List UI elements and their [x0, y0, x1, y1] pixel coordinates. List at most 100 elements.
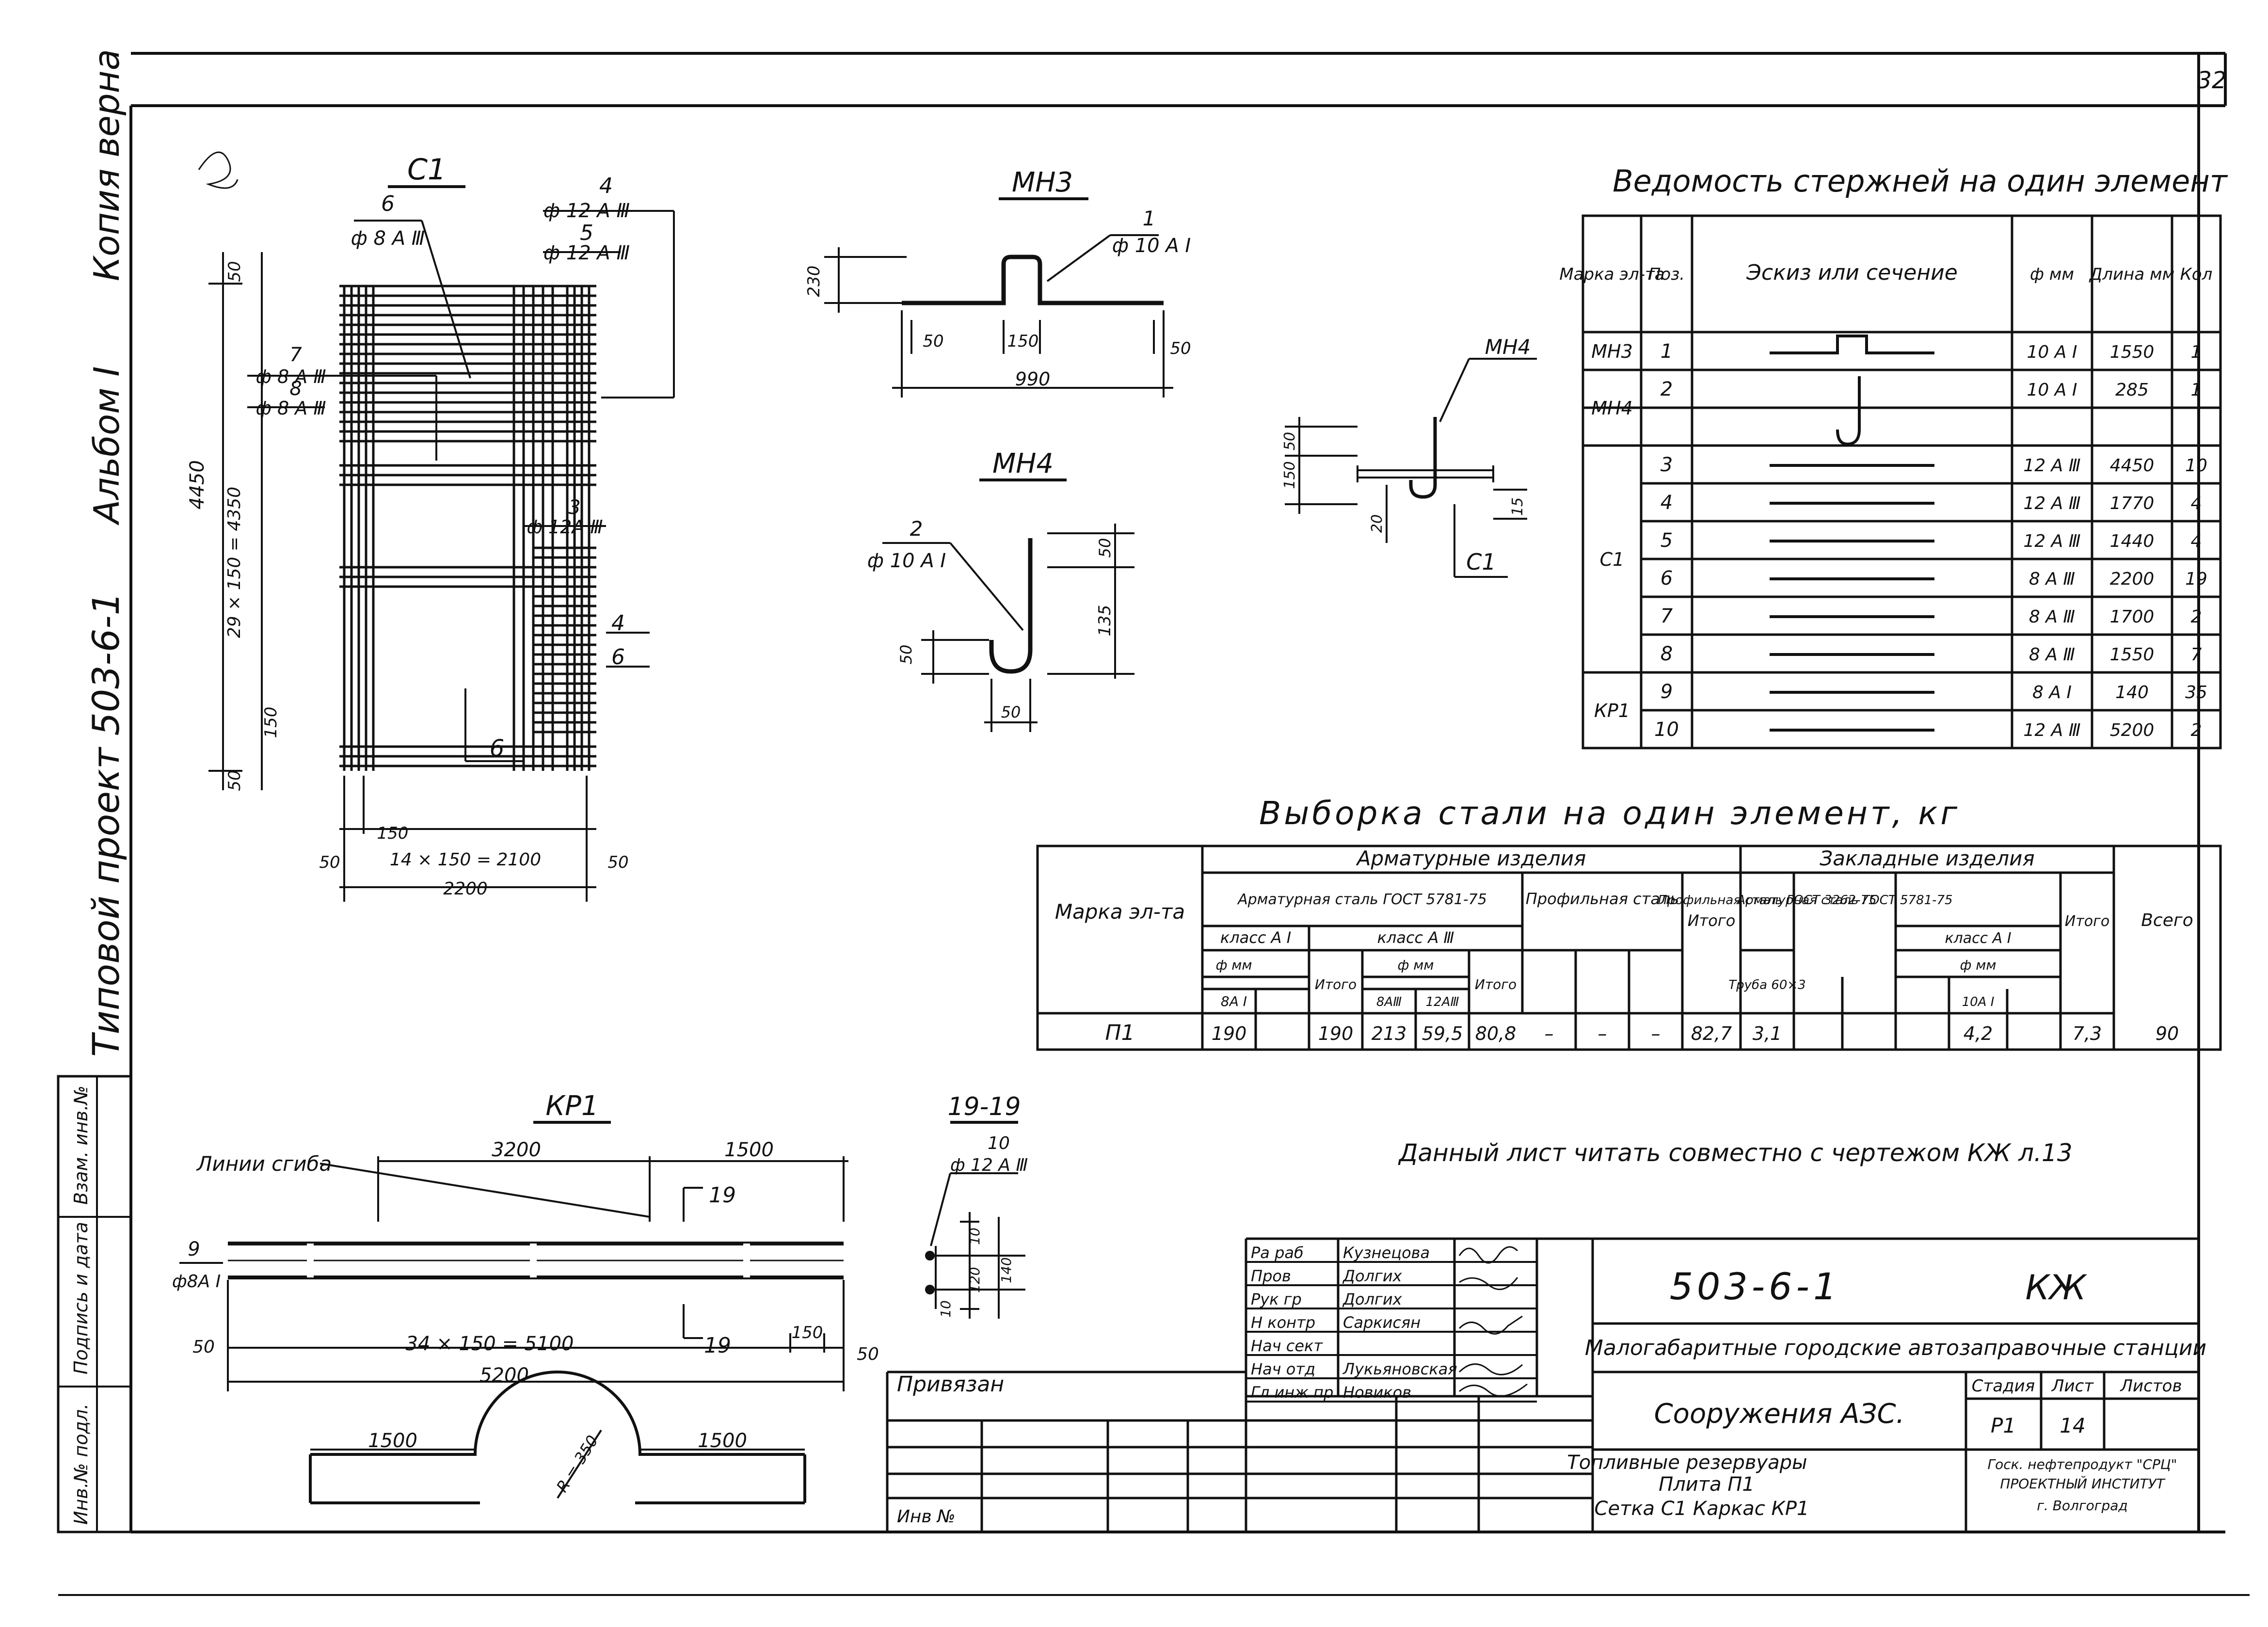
vyborka-h-klass-a1: класс A I — [1220, 928, 1291, 947]
vedomost-qty: 10 — [2185, 456, 2207, 476]
c1-side-pos: 4 — [611, 611, 625, 636]
vyborka-cell: – — [1545, 1023, 1554, 1044]
stamp-section-name: Сооружения АЗС. — [1654, 1398, 1905, 1430]
vyborka-cell: – — [1651, 1023, 1661, 1044]
c1-callout-pos: 3 — [568, 496, 580, 519]
stamp-sheet-header: Лист — [2051, 1376, 2094, 1396]
vedomost-len: 4450 — [2110, 456, 2155, 476]
vyborka-h-klass-a1b: класс A I — [1945, 930, 2011, 947]
c1-dim-width: 2200 — [443, 879, 488, 899]
vyborka-cell: 82,7 — [1691, 1023, 1732, 1044]
vyborka-table: Марка эл-та Арматурные изделия Закладные… — [1036, 845, 2222, 1051]
c1-dim-top50: 50 — [225, 261, 244, 282]
vyborka-cell: 80,8 — [1475, 1023, 1517, 1044]
kr1-dim-r50: 50 — [857, 1344, 879, 1364]
vedomost-header: Кол — [2180, 265, 2213, 284]
vedomost-dia: 8 A Ⅲ — [2029, 569, 2075, 589]
vedomost-header: Поз. — [1648, 265, 1685, 284]
stamp-org-3: г. Волгоград — [2037, 1498, 2128, 1514]
mn3-dim-h: 230 — [804, 266, 824, 297]
kr1-dim-b: 1500 — [724, 1139, 774, 1161]
section-c1-label: С1 — [1466, 549, 1496, 575]
c1-dim-v150: 150 — [261, 707, 281, 738]
stamp-desc-1: Топливные резервуары — [1567, 1452, 1807, 1474]
mn4-title: МН4 — [992, 448, 1054, 479]
vedomost-sketch — [1770, 335, 1934, 354]
vyborka-cell: 3,1 — [1753, 1023, 1782, 1044]
vyborka-cell: 190 — [1212, 1023, 1247, 1044]
vedomost-len: 285 — [2115, 380, 2149, 400]
vyborka-h-itogo2: Итого — [2065, 913, 2109, 930]
c1-callout-bar: ф 12 A Ⅲ — [543, 200, 630, 222]
c1-callout-pos: 6 — [381, 191, 395, 216]
vedomost-dia: 12 A Ⅲ — [2023, 720, 2080, 740]
section-19-19: 19-19 10 ф 12 A Ⅲ 10 120 140 10 — [925, 1092, 1028, 1319]
stamp-code: 503-6-1 — [1670, 1265, 1841, 1308]
vyborka-cell: П1 — [1105, 1021, 1134, 1045]
mn4-dim-top: 50 — [1096, 538, 1114, 558]
vyborka-h-dmm2: ф мм — [1397, 957, 1434, 973]
vedomost-qty: 2 — [2191, 720, 2202, 740]
section1919-dim-a: 10 — [967, 1228, 983, 1245]
mn4-dim-hook: 50 — [897, 645, 915, 665]
stamp-name: Новиков — [1343, 1383, 1411, 1402]
c1-callout-bar: ф 8 A Ⅲ — [256, 398, 326, 419]
c1-callout-bar: ф 12A Ⅲ — [527, 516, 603, 538]
kr1-title: КР1 — [545, 1090, 598, 1122]
mn3-dim-len: 990 — [1015, 368, 1051, 390]
vedomost-pos: 9 — [1661, 681, 1673, 703]
section-dim-c: 20 — [1369, 514, 1386, 533]
c1-title: С1 — [407, 153, 446, 187]
vedomost-mark: С1 — [1600, 549, 1625, 570]
vyborka-h-8a1: 8A I — [1221, 993, 1247, 1009]
c1-dim-mid: 29 × 150 = 4350 — [224, 487, 244, 638]
c1-bottom-pos: 6 — [490, 735, 505, 762]
stamp-org-2: ПРОЕКТНЫЙ ИНСТИТУТ — [2000, 1475, 2165, 1492]
vyborka-cell: 59,5 — [1422, 1023, 1463, 1044]
mn4-dim-w: 50 — [1001, 703, 1021, 721]
replace-inv-label: Взам. инв.№ — [70, 1085, 92, 1205]
stamp-project-name: Малогабаритные городские автозаправочные… — [1585, 1336, 2206, 1360]
stamp-stage-header: Стадия — [1972, 1376, 2035, 1396]
vyborka-h-8a3: 8AⅢ — [1376, 995, 1402, 1009]
mn3-dim-mid: 150 — [1007, 332, 1039, 351]
vedomost-qty: 7 — [2191, 645, 2202, 665]
vyborka-h-vsego: Всего — [2141, 910, 2193, 930]
vyborka-h-itogo-a3: Итого — [1475, 976, 1517, 992]
vyborka-h-dmm3: ф мм — [1960, 957, 1996, 973]
c1-dim-height: 4450 — [186, 460, 208, 510]
vedomost-qty: 1 — [2191, 380, 2202, 400]
stamp-privyazan: Привязан — [897, 1372, 1004, 1397]
stamp-sheets-header: Листов — [2119, 1376, 2182, 1396]
stamp-name: Долгих — [1342, 1290, 1403, 1308]
vedomost-len: 1550 — [2110, 342, 2155, 362]
vedomost-mark: КР1 — [1594, 700, 1630, 721]
c1-dim-bot50: 50 — [225, 770, 244, 791]
vedomost-header: Марка эл-та — [1559, 265, 1664, 284]
album-label: Альбом I — [86, 366, 127, 526]
vedomost-pos: 1 — [1661, 340, 1673, 363]
stamp-role: Н контр — [1251, 1313, 1315, 1332]
section-mn4-label: МН4 — [1485, 335, 1531, 359]
vedomost-dia: 12 A Ⅲ — [2023, 456, 2080, 476]
mn4-drawing: МН4 2 ф 10 A I 50 135 50 50 — [867, 448, 1134, 732]
vedomost-qty: 4 — [2191, 531, 2202, 551]
vyborka-h-zakl: Закладные изделия — [1820, 846, 2034, 870]
vedomost-pos: 6 — [1661, 567, 1673, 590]
inv-orig-label: Инв.№ подл. — [70, 1404, 92, 1525]
vedomost-qty: 35 — [2185, 683, 2207, 702]
vyborka-h-truba: Труба 60×3 — [1728, 978, 1805, 992]
mn4-in-mesh-section: МН4 С1 50 150 20 15 — [1281, 335, 1537, 578]
kr1-dim-r: R = 350 — [553, 1432, 602, 1496]
kr1-pos9: 9 — [188, 1238, 200, 1260]
mn4-dim-h: 135 — [1095, 605, 1115, 637]
vyborka-cell: 90 — [2156, 1023, 2179, 1044]
mn3-drawing: МН3 1 ф 10 A I 230 50 150 50 990 — [804, 167, 1191, 398]
mn3-title: МН3 — [1012, 167, 1073, 198]
stamp-role: Гл инж пр — [1251, 1383, 1333, 1402]
vedomost-len: 5200 — [2110, 720, 2155, 740]
section1919-dim-c: 140 — [998, 1257, 1014, 1283]
project-label: Типовой проект 503-6-1 — [84, 592, 128, 1057]
stamp-name: Кузнецова — [1343, 1244, 1430, 1262]
stamp-desc-2: Плита П1 — [1659, 1473, 1755, 1496]
